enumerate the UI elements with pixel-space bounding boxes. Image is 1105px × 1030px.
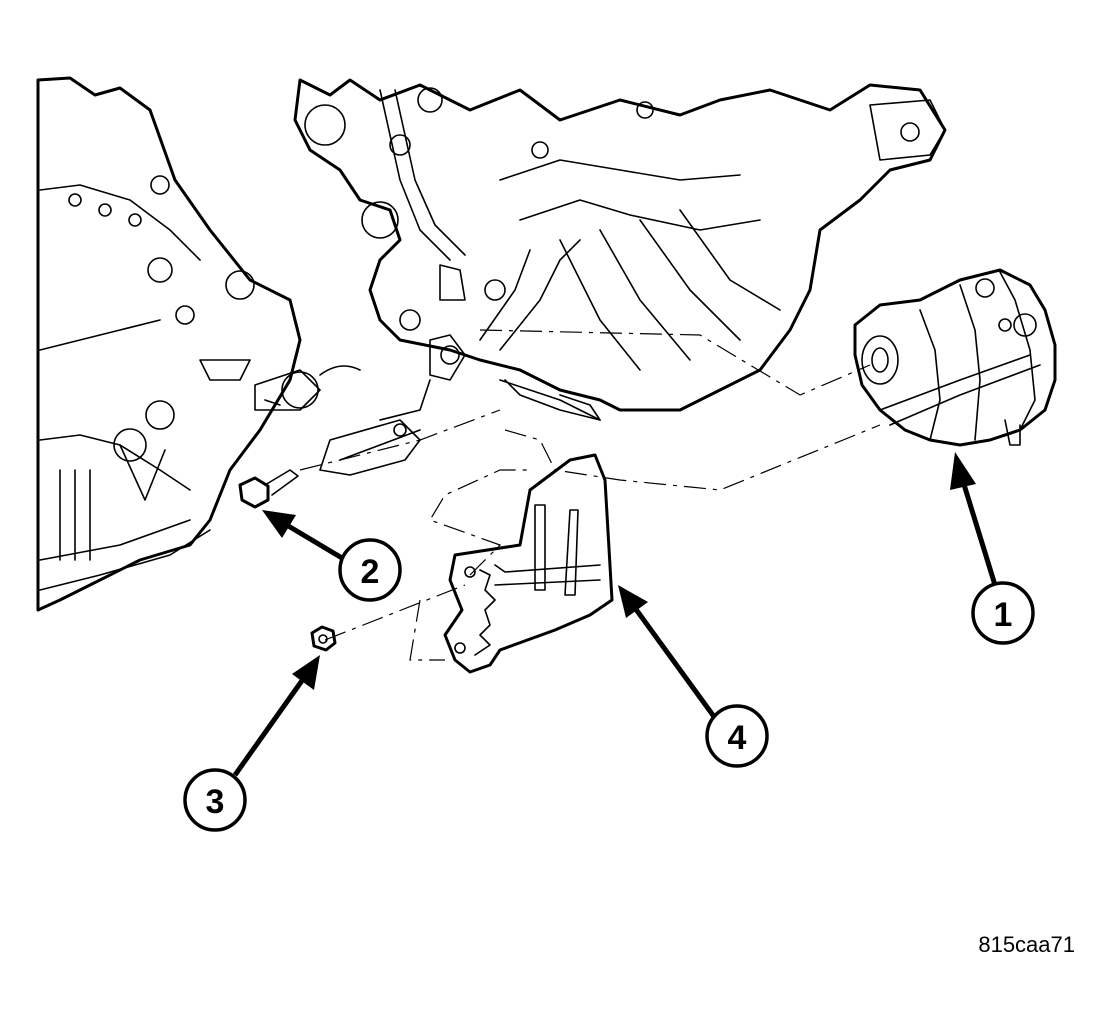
leader-arrow-4	[618, 585, 718, 720]
heat-shield-bracket	[443, 453, 614, 674]
engine-assembly	[293, 78, 947, 476]
transmission-housing	[36, 76, 361, 612]
callout-label-2: 2	[361, 553, 380, 591]
leader-arrow-3	[232, 655, 320, 777]
figure-id: 815caa71	[978, 932, 1075, 957]
leader-arrow-1	[950, 452, 998, 586]
starter-motor	[853, 268, 1057, 447]
callout-label-4: 4	[728, 719, 747, 757]
leader-arrow-2	[262, 510, 344, 561]
callout-2: 2	[338, 538, 402, 602]
callout-4: 4	[705, 704, 769, 768]
leader-arrows	[232, 452, 998, 777]
nut	[310, 625, 337, 652]
callout-label-1: 1	[994, 596, 1013, 634]
callout-label-3: 3	[206, 783, 225, 821]
callout-1: 1	[971, 581, 1035, 645]
bolt	[238, 469, 299, 509]
alignment-lines	[299, 329, 881, 661]
callout-3: 3	[183, 768, 247, 832]
